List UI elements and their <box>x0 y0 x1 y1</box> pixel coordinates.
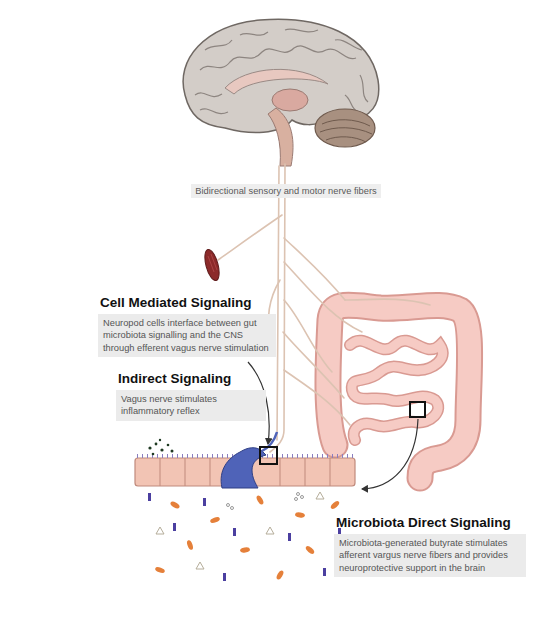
bacterium <box>186 539 194 550</box>
pointer-arrow <box>362 419 418 489</box>
callout-heading: Indirect Signaling <box>118 371 266 386</box>
molecule-dot <box>159 439 161 441</box>
bacterium <box>169 500 180 509</box>
bacterium <box>173 523 176 531</box>
nerve-branch <box>218 215 282 260</box>
bacterium <box>233 528 236 536</box>
particle <box>316 492 324 499</box>
brain-gyri <box>195 29 368 114</box>
bacterium <box>223 573 226 581</box>
cerebellum-folia <box>320 120 372 142</box>
cerebellum <box>315 109 375 147</box>
particle <box>301 496 304 499</box>
nerve-branch <box>284 238 345 300</box>
bacterium <box>295 512 306 519</box>
bacterium <box>255 494 264 505</box>
corpus-callosum <box>225 69 328 94</box>
nerve-label: Bidirectional sensory and motor nerve fi… <box>191 184 380 198</box>
particle <box>156 527 164 534</box>
molecule-dot <box>171 450 174 453</box>
small-intestine-outline <box>350 341 443 440</box>
bacterium <box>288 533 291 541</box>
callout-text: Microbiota-generated butyrate stimulates… <box>334 534 526 577</box>
bacterium <box>240 547 251 554</box>
particle <box>266 527 274 534</box>
bacterium <box>148 493 151 501</box>
callout-heading: Cell Mediated Signaling <box>100 295 276 310</box>
microbiota <box>148 492 349 581</box>
inflammatory-molecules <box>148 439 173 456</box>
molecule-dot <box>167 444 170 447</box>
particle <box>297 493 300 496</box>
callout-box: Indirect SignalingVagus nerve stimulates… <box>116 371 266 421</box>
zoom-marker <box>410 402 425 417</box>
thalamus <box>272 89 308 111</box>
bacterium <box>323 568 326 576</box>
particle <box>231 507 234 510</box>
colon-outline <box>328 305 470 478</box>
bacterium <box>305 545 316 555</box>
particle <box>295 498 298 501</box>
colon <box>328 305 470 478</box>
molecule-dot <box>152 453 155 456</box>
callout-text: Vagus nerve stimulates inflammatory refl… <box>116 390 266 421</box>
nerve-branch <box>284 262 362 332</box>
muscle <box>202 248 222 282</box>
particle <box>196 562 204 569</box>
callout-heading: Microbiota Direct Signaling <box>336 515 526 530</box>
nerve-branch <box>284 370 350 425</box>
callout-box: Cell Mediated SignalingNeuropod cells in… <box>98 295 276 357</box>
molecule-dot <box>160 448 163 451</box>
bacterium <box>154 566 165 574</box>
zoom-marker <box>260 447 277 464</box>
nerve-branch <box>283 332 344 398</box>
bacterium <box>275 569 284 580</box>
bacterium <box>330 500 341 510</box>
small-intestine <box>350 341 443 440</box>
bacterium <box>209 516 220 524</box>
callout-box: Microbiota Direct SignalingMicrobiota-ge… <box>334 515 526 577</box>
molecule-dot <box>148 446 151 449</box>
molecule-dot <box>155 443 158 446</box>
nerve-branch <box>345 299 430 305</box>
muscle-striation <box>208 254 217 272</box>
nerve-label-box: Bidirectional sensory and motor nerve fi… <box>166 180 406 198</box>
nerve-trunk <box>270 164 285 452</box>
callout-text: Neuropod cells interface between gut mic… <box>98 314 276 357</box>
nerve-branch <box>284 300 332 372</box>
bacterium <box>203 498 206 506</box>
nerve-trunk <box>277 166 279 440</box>
particle <box>227 504 230 507</box>
brainstem <box>268 108 293 166</box>
